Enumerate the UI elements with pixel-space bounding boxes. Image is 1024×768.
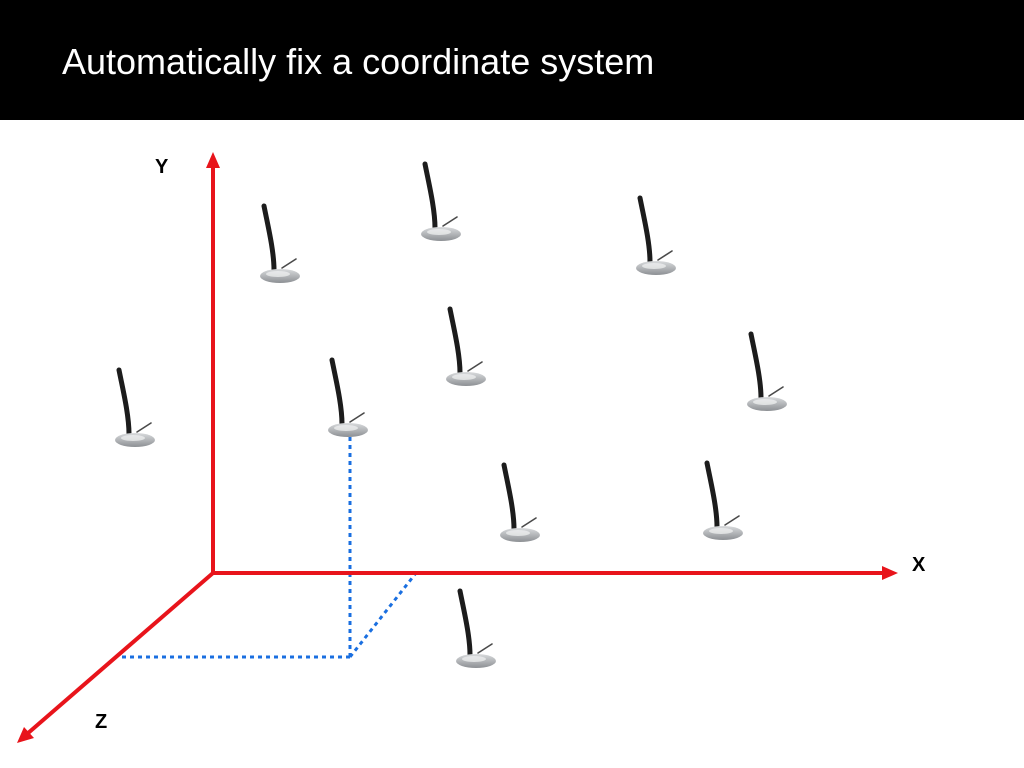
microphone-icon — [115, 370, 155, 447]
microphone-icon — [747, 334, 787, 411]
projection-lines — [120, 437, 418, 659]
projection-line-x — [348, 572, 418, 658]
microphone-icon — [260, 206, 300, 283]
x-axis-label: X — [912, 554, 926, 576]
y-axis-label: Y — [155, 156, 169, 178]
title-bar: Automatically fix a coordinate system — [0, 0, 1024, 120]
microphone-icon — [456, 591, 496, 668]
microphones — [115, 164, 787, 668]
slide-title: Automatically fix a coordinate system — [62, 41, 655, 82]
microphone-icon — [421, 164, 461, 241]
axes — [17, 152, 898, 743]
microphone-icon — [328, 360, 368, 437]
z-axis — [25, 571, 215, 736]
z-axis-label: Z — [95, 711, 107, 733]
microphone-icon — [703, 463, 743, 540]
microphone-icon — [500, 465, 540, 542]
microphone-icon — [446, 309, 486, 386]
microphone-icon — [636, 198, 676, 275]
x-axis-arrowhead — [882, 566, 898, 580]
y-axis-arrowhead — [206, 152, 220, 168]
z-axis-arrowhead — [17, 727, 34, 743]
